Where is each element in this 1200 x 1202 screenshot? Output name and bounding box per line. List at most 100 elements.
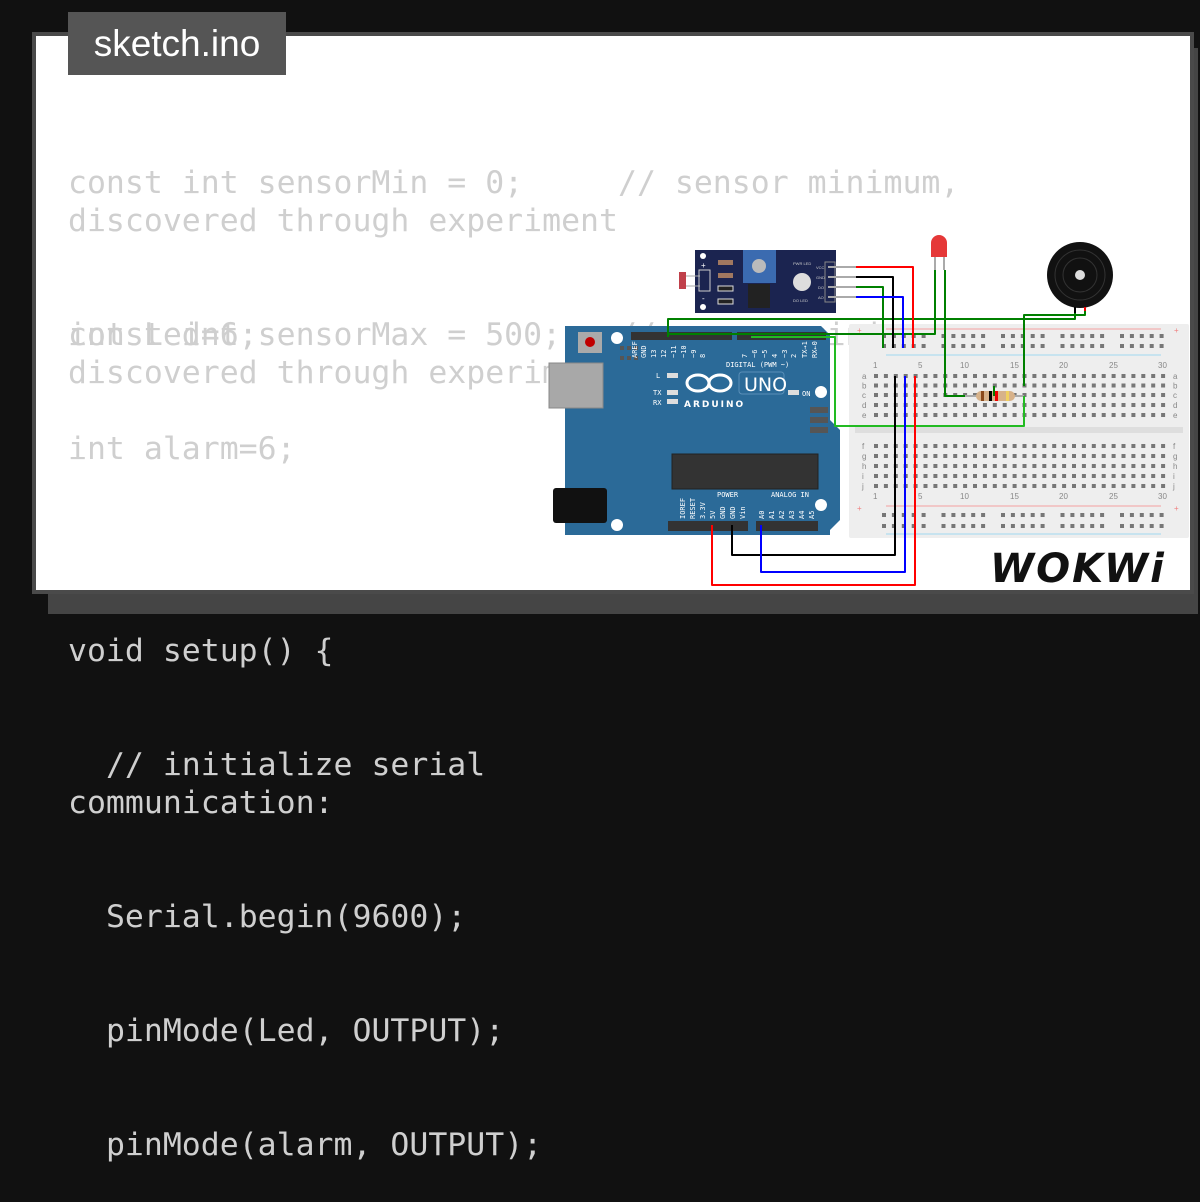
breadboard-hole[interactable] [1131, 413, 1136, 417]
breadboard-hole[interactable] [973, 454, 977, 458]
breadboard-hole[interactable] [1002, 444, 1007, 448]
breadboard-hole[interactable] [992, 484, 997, 488]
breadboard-hole[interactable] [923, 393, 928, 397]
breadboard-hole[interactable] [1141, 484, 1146, 488]
breadboard-hole[interactable] [923, 454, 928, 458]
wire-sensor-vcc[interactable] [856, 266, 914, 348]
breadboard-hole[interactable] [883, 383, 888, 388]
breadboard-hole[interactable] [874, 413, 878, 417]
breadboard-hole[interactable] [1161, 413, 1166, 417]
breadboard-hole[interactable] [982, 474, 987, 478]
rail-hole[interactable] [1070, 334, 1075, 338]
breadboard-hole[interactable] [1131, 393, 1136, 397]
breadboard-hole[interactable] [1002, 484, 1007, 488]
rail-hole[interactable] [1100, 334, 1105, 338]
breadboard-hole[interactable] [1052, 474, 1057, 478]
breadboard-hole[interactable] [1042, 454, 1047, 458]
breadboard-hole[interactable] [943, 413, 948, 417]
breadboard-hole[interactable] [1091, 484, 1096, 488]
breadboard-hole[interactable] [1091, 464, 1096, 468]
breadboard-hole[interactable] [1081, 444, 1086, 448]
wire-led-anode[interactable] [668, 270, 936, 335]
power-header[interactable] [668, 521, 748, 531]
breadboard-hole[interactable] [1151, 474, 1156, 478]
rail-hole[interactable] [951, 344, 956, 348]
breadboard-hole[interactable] [973, 413, 977, 417]
wire-buzzer-signal[interactable] [1023, 311, 1086, 386]
breadboard-hole[interactable] [1141, 413, 1146, 417]
breadboard-hole[interactable] [1121, 393, 1126, 397]
breadboard-hole[interactable] [1062, 454, 1067, 458]
breadboard-hole[interactable] [883, 374, 888, 378]
breadboard-hole[interactable] [1042, 383, 1047, 388]
rail-hole[interactable] [882, 513, 886, 517]
rail-hole[interactable] [951, 524, 956, 528]
rail-hole[interactable] [1090, 344, 1095, 348]
breadboard-hole[interactable] [883, 413, 888, 417]
breadboard-hole[interactable] [1032, 413, 1037, 417]
breadboard-hole[interactable] [963, 454, 968, 458]
rail-hole[interactable] [961, 334, 966, 338]
breadboard-hole[interactable] [933, 444, 938, 448]
rail-hole[interactable] [981, 513, 986, 517]
rail-hole[interactable] [971, 524, 976, 528]
breadboard-hole[interactable] [874, 403, 878, 407]
wire-led-cathode[interactable] [944, 270, 965, 397]
rail-hole[interactable] [1090, 513, 1095, 517]
breadboard-hole[interactable] [973, 383, 977, 388]
rail-hole[interactable] [1030, 334, 1035, 338]
breadboard-hole[interactable] [1101, 464, 1106, 468]
breadboard-hole[interactable] [1052, 403, 1057, 407]
breadboard-hole[interactable] [1012, 403, 1017, 407]
rail-hole[interactable] [1020, 334, 1025, 338]
rail-hole[interactable] [882, 524, 886, 528]
breadboard-hole[interactable] [1091, 393, 1096, 397]
rail-hole[interactable] [1070, 513, 1075, 517]
breadboard-hole[interactable] [1022, 464, 1027, 468]
breadboard-hole[interactable] [943, 403, 948, 407]
breadboard-hole[interactable] [1042, 393, 1047, 397]
breadboard-hole[interactable] [1101, 393, 1106, 397]
breadboard-hole[interactable] [1101, 444, 1106, 448]
breadboard-hole[interactable] [1002, 474, 1007, 478]
breadboard-hole[interactable] [982, 484, 987, 488]
rail-hole[interactable] [1129, 524, 1134, 528]
breadboard-hole[interactable] [1131, 464, 1136, 468]
rail-hole[interactable] [1129, 513, 1134, 517]
breadboard-hole[interactable] [1121, 464, 1126, 468]
breadboard-hole[interactable] [973, 374, 977, 378]
wire-pin-to-resistor[interactable] [751, 336, 1025, 427]
rail-hole[interactable] [1120, 524, 1124, 528]
breadboard-hole[interactable] [1101, 374, 1106, 378]
breadboard-hole[interactable] [1072, 374, 1076, 378]
rail-hole[interactable] [1060, 513, 1065, 517]
rail-hole[interactable] [1040, 524, 1045, 528]
rail-hole[interactable] [1001, 524, 1005, 528]
breadboard-hole[interactable] [1032, 484, 1037, 488]
breadboard-hole[interactable] [883, 454, 888, 458]
breadboard-hole[interactable] [1081, 474, 1086, 478]
rail-hole[interactable] [1010, 513, 1015, 517]
photoresistor-sensor-module[interactable]: + - PWR LED DO LED VCC GND DO AO [679, 250, 856, 313]
breadboard-hole[interactable] [982, 383, 987, 388]
rail-hole[interactable] [1060, 524, 1065, 528]
breadboard[interactable] [849, 324, 1189, 538]
breadboard-hole[interactable] [874, 474, 878, 478]
rail-hole[interactable] [911, 524, 916, 528]
breadboard-hole[interactable] [1091, 444, 1096, 448]
rail-hole[interactable] [1120, 344, 1124, 348]
breadboard-hole[interactable] [923, 474, 928, 478]
breadboard-hole[interactable] [1101, 383, 1106, 388]
breadboard-hole[interactable] [1111, 444, 1116, 448]
rail-hole[interactable] [921, 524, 926, 528]
breadboard-hole[interactable] [933, 474, 938, 478]
breadboard-hole[interactable] [1101, 403, 1106, 407]
breadboard-hole[interactable] [963, 403, 968, 407]
breadboard-hole[interactable] [1091, 413, 1096, 417]
breadboard-hole[interactable] [1062, 444, 1067, 448]
breadboard-hole[interactable] [1002, 383, 1007, 388]
breadboard-hole[interactable] [963, 374, 968, 378]
breadboard-hole[interactable] [933, 484, 938, 488]
rail-hole[interactable] [961, 524, 966, 528]
rail-hole[interactable] [1040, 513, 1045, 517]
